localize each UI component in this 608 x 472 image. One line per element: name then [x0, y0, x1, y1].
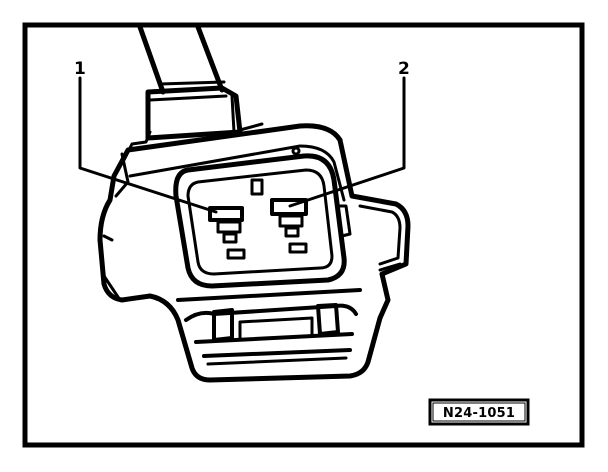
- terminal-2: [270, 198, 308, 254]
- terminal-1: [208, 206, 246, 260]
- coding-key: [250, 178, 264, 196]
- diagram-frame: [22, 22, 585, 448]
- reference-code: N24-1051: [443, 406, 515, 421]
- leader-lines: [78, 76, 406, 214]
- callout-2: 2: [398, 59, 410, 79]
- connector-housing: [97, 123, 411, 383]
- callout-1: 1: [74, 59, 86, 79]
- cable: [137, 24, 226, 95]
- side-latch: [336, 204, 352, 238]
- locking-collar: [176, 288, 362, 366]
- mating-face: [173, 153, 347, 289]
- reference-code-box: N24-1051: [428, 398, 530, 426]
